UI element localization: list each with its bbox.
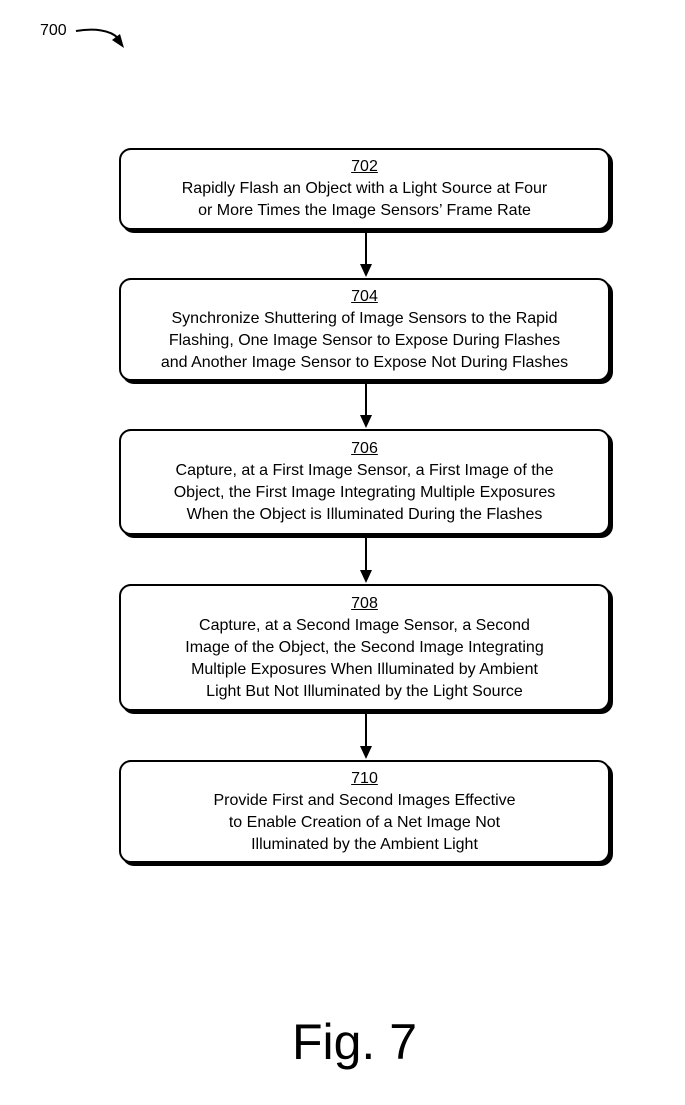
connector-702-704 <box>360 232 372 277</box>
connector-704-706 <box>360 383 372 428</box>
step-box-702: 702 Rapidly Flash an Object with a Light… <box>119 148 610 230</box>
step-text-line: Multiple Exposures When Illuminated by A… <box>191 660 538 678</box>
step-text-line: Illuminated by the Ambient Light <box>251 835 478 853</box>
step-text-line: Rapidly Flash an Object with a Light Sou… <box>181 180 548 197</box>
step-box-706: 706 Capture, at a First Image Sensor, a … <box>119 429 610 535</box>
step-text-line: Light But Not Illuminated by the Light S… <box>206 682 523 700</box>
step-text-line: When the Object is Illuminated During th… <box>186 506 543 523</box>
step-number: 704 <box>351 287 378 305</box>
step-text-line: Flashing, One Image Sensor to Expose Dur… <box>168 331 561 349</box>
step-number: 702 <box>351 158 378 175</box>
figure-reference-number: 700 <box>40 22 67 39</box>
step-text-line: Object, the First Image Integrating Mult… <box>173 484 556 501</box>
step-number: 708 <box>351 594 378 612</box>
step-number: 710 <box>351 769 378 787</box>
step-box-704: 704 Synchronize Shuttering of Image Sens… <box>119 278 610 381</box>
step-text-line: to Enable Creation of a Net Image Not <box>228 813 501 831</box>
step-box-708: 708 Capture, at a Second Image Sensor, a… <box>119 584 610 711</box>
step-text-line: or More Times the Image Sensors’ Frame R… <box>198 202 531 219</box>
connector-706-708 <box>360 537 372 583</box>
step-text-line: Provide First and Second Images Effectiv… <box>213 791 516 809</box>
figure-caption: Fig. 7 <box>0 1012 685 1072</box>
step-number: 706 <box>351 440 378 457</box>
step-text-line: Capture, at a First Image Sensor, a Firs… <box>175 462 554 479</box>
step-text-line: Image of the Object, the Second Image In… <box>185 638 544 656</box>
figure-caption-text: Fig. 7 <box>291 1014 418 1070</box>
reference-arrow-icon <box>75 28 124 48</box>
step-text-line: and Another Image Sensor to Expose Not D… <box>160 353 569 371</box>
step-text-line: Synchronize Shuttering of Image Sensors … <box>171 309 558 327</box>
connector-708-710 <box>360 713 372 759</box>
step-box-710: 710 Provide First and Second Images Effe… <box>119 760 610 863</box>
step-text-line: Capture, at a Second Image Sensor, a Sec… <box>199 616 530 634</box>
